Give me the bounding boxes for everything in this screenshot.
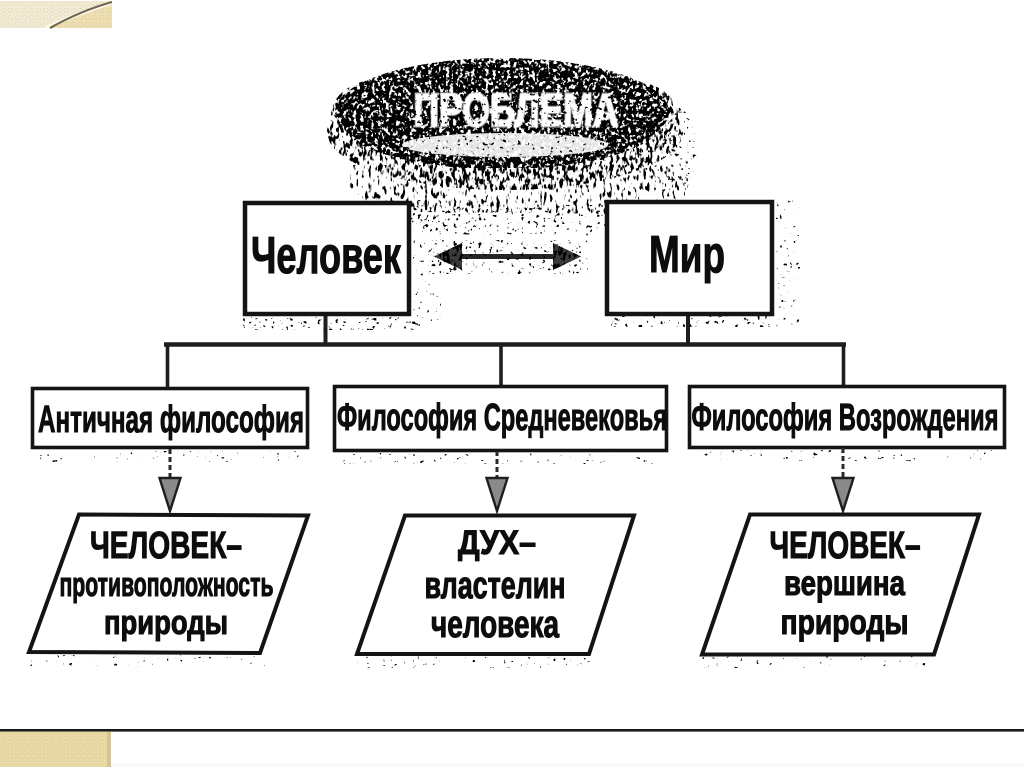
- svg-text:властелин: властелин: [425, 565, 566, 607]
- svg-text:природы: природы: [781, 603, 909, 642]
- svg-text:человека: человека: [431, 604, 560, 646]
- svg-text:природы: природы: [104, 604, 228, 642]
- svg-text:вершина: вершина: [784, 564, 905, 603]
- svg-text:Античная философия: Античная философия: [38, 399, 304, 441]
- svg-text:Философия Возрождения: Философия Возрождения: [692, 397, 999, 439]
- svg-text:Философия Средневековья: Философия Средневековья: [337, 397, 667, 439]
- svg-text:ЧЕЛОВЕК–: ЧЕЛОВЕК–: [90, 525, 242, 567]
- svg-text:Мир: Мир: [649, 226, 725, 284]
- svg-text:Человек: Человек: [251, 227, 402, 285]
- svg-text:противоположность: противоположность: [60, 566, 274, 604]
- svg-text:ЧЕЛОВЕК–: ЧЕЛОВЕК–: [770, 525, 921, 567]
- svg-text:ДУХ–: ДУХ–: [458, 524, 536, 562]
